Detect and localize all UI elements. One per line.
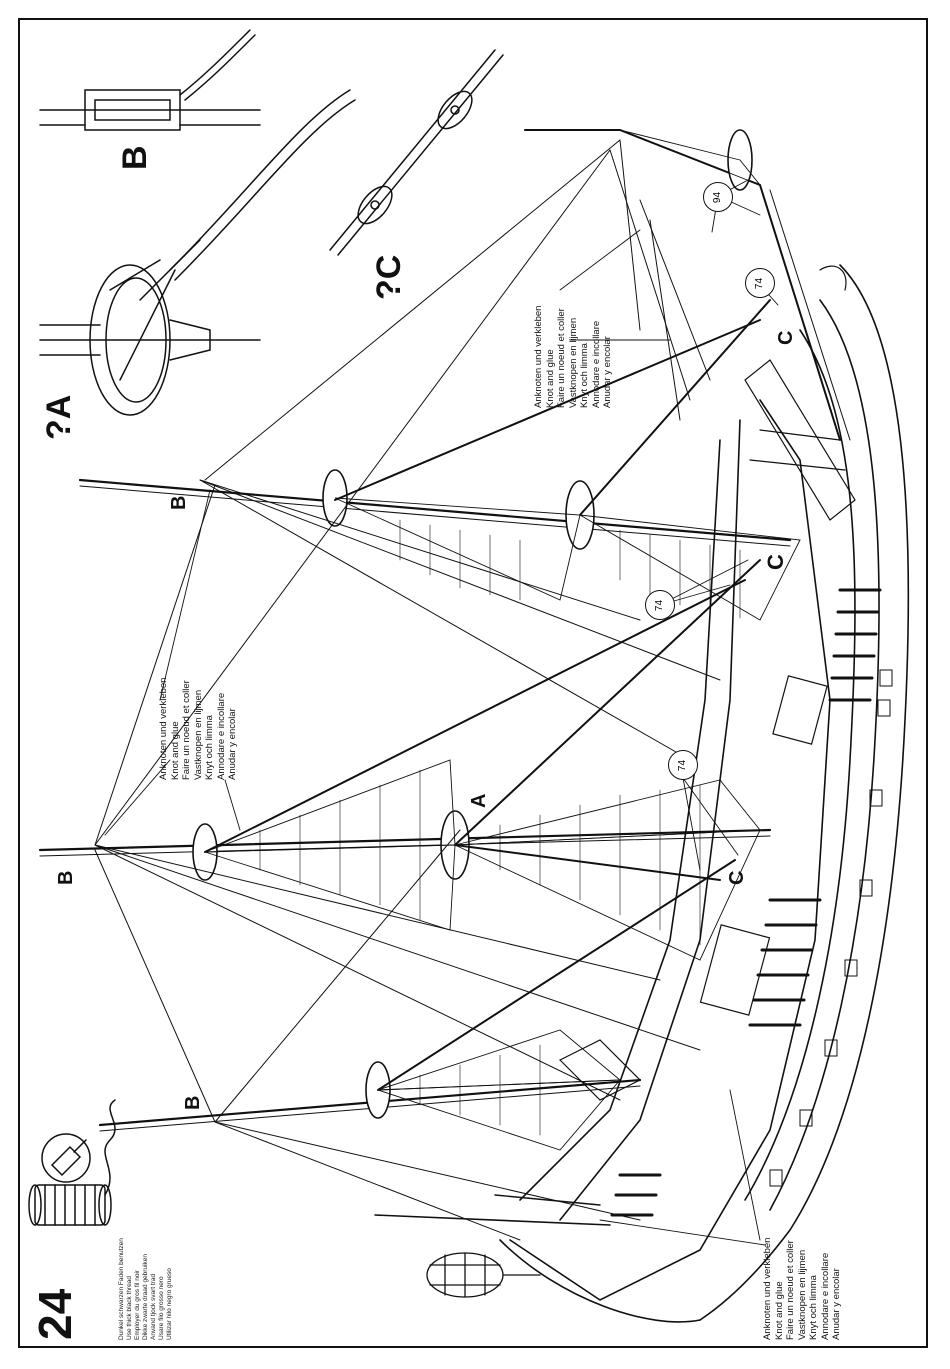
detail-b-label: B [116, 145, 154, 170]
ratline-hatching [259, 519, 741, 1136]
detail-c-deadeyes [329, 49, 504, 256]
instruction-block-upper: Anknoten und verkleben Knot and glue Fai… [158, 677, 238, 780]
part-number-74-fore: 74 [645, 590, 675, 620]
detail-a-mast-top [39, 89, 356, 416]
detail-c-label: ?C [370, 254, 408, 300]
part-number-74-bow: 74 [745, 268, 775, 298]
instruction-sheet [18, 18, 928, 1348]
deck-structures [558, 265, 856, 1101]
ship-hull [499, 264, 910, 1323]
detail-a-label: ?A [40, 394, 78, 440]
main-mast [38, 828, 772, 852]
shroud-nets [204, 129, 801, 1151]
label-b-fore: B [168, 495, 190, 510]
leader-lines [104, 229, 766, 1246]
label-a-main: A [468, 793, 490, 808]
instruction-block-bow: Anknoten und verkleben Knot and glue Fai… [533, 305, 613, 408]
part-number-94: 94 [703, 182, 733, 212]
glue-tube-icon [41, 1133, 91, 1183]
step-number: 24 [29, 1288, 81, 1340]
part-number-74-main: 74 [668, 750, 698, 780]
instruction-block-stern: Anknoten und verkleben Knot and glue Fai… [762, 1237, 842, 1340]
thread-note: Dunkel schwarzen Faden benutzen Use thic… [118, 1238, 173, 1340]
stays [94, 139, 721, 1241]
masts [38, 129, 851, 1226]
label-b-main: B [55, 870, 77, 885]
label-c-bow: C [775, 330, 797, 345]
gun-ports [769, 669, 893, 1187]
label-c-main: C [726, 870, 748, 885]
label-b-mizzen: B [182, 1095, 204, 1110]
detail-b-cap [39, 29, 261, 131]
fore-mast [78, 478, 792, 542]
stern-lantern [426, 1252, 541, 1298]
cannon-rows [610, 588, 882, 1217]
mast-tops [192, 129, 753, 1119]
thread-spool-icon [28, 1099, 116, 1226]
label-c-fore: C [763, 554, 788, 570]
main-stays [204, 299, 771, 1091]
